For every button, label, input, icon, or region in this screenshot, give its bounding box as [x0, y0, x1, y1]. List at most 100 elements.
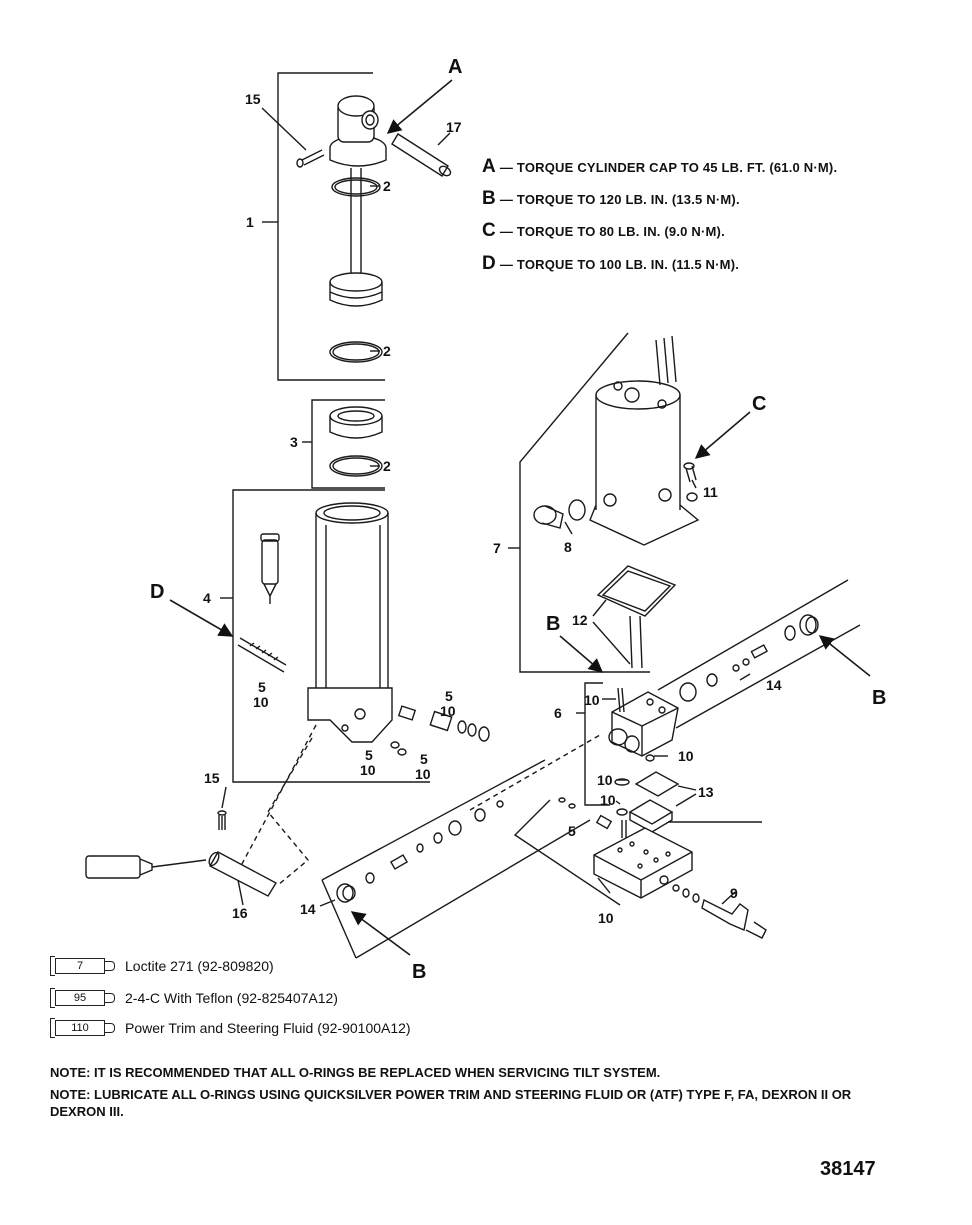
valve-plate-bracket	[513, 799, 621, 906]
end-cap	[329, 406, 383, 439]
callout-c: C	[752, 393, 766, 415]
piston-shaft	[350, 168, 362, 280]
valve-parts-5	[558, 797, 613, 830]
legend-text: Loctite 271 (92-809820)	[125, 958, 274, 974]
part-label-2-c: 2	[383, 458, 391, 474]
torque-key-b: B	[482, 188, 496, 209]
pin-15-lower	[217, 810, 227, 830]
callout-b-right: B	[872, 687, 886, 709]
part-label-5-e: 5	[568, 823, 576, 839]
pump-body-bracket	[576, 682, 610, 806]
part-label-10-h: 10	[600, 792, 616, 808]
filter-13	[614, 771, 680, 838]
torque-key-c: C	[482, 220, 496, 241]
o-ring-lower	[329, 455, 383, 477]
part-label-5-a: 5	[258, 679, 266, 695]
part-label-10-b: 10	[440, 703, 456, 719]
torque-text-d: — TORQUE TO 100 LB. IN. (11.5 N·M).	[499, 257, 740, 272]
legend-item-loctite: 7 Loctite 271 (92-809820)	[50, 956, 274, 976]
piston	[329, 272, 383, 307]
part-label-15-upper: 15	[245, 91, 261, 107]
part-label-10-i: 10	[598, 910, 614, 926]
part-label-2-a: 2	[383, 178, 391, 194]
cylinder-cap-bracket	[302, 399, 385, 489]
pivot-pin-17	[391, 133, 452, 177]
part-label-10-f: 10	[678, 748, 694, 764]
part-label-15-lower: 15	[204, 770, 220, 786]
legend-item-2-4-c: 95 2-4-C With Teflon (92-825407A12)	[50, 988, 338, 1008]
cylinder-body-bracket	[220, 489, 430, 783]
part-label-14-lower: 14	[300, 901, 316, 917]
valve-plate	[593, 827, 693, 899]
o-ring-upper	[331, 177, 381, 197]
part-label-10-e: 10	[584, 692, 600, 708]
note-replace-o-rings: NOTE: IT IS RECOMMENDED THAT ALL O-RINGS…	[50, 1065, 661, 1080]
valve-parts-left	[390, 705, 490, 756]
legend-code: 7	[55, 958, 105, 974]
dashed-connectors	[235, 724, 601, 886]
label-leaders	[221, 107, 751, 907]
gasket-12	[596, 565, 677, 617]
electric-motor	[589, 335, 700, 546]
torque-text-c: — TORQUE TO 80 LB. IN. (9.0 N·M).	[499, 224, 725, 239]
cylinder-body	[307, 502, 393, 743]
part-label-14-upper: 14	[766, 677, 782, 693]
part-label-16: 16	[232, 905, 248, 921]
valve-9	[672, 884, 767, 939]
legend-code: 95	[55, 990, 105, 1006]
cylinder-cap	[329, 95, 387, 167]
cylinder-assembly-bracket	[262, 72, 385, 381]
callout-d: D	[150, 581, 164, 603]
part-label-2-b: 2	[383, 343, 391, 359]
lubricant-tube-icon: 7	[50, 956, 115, 976]
screw-d	[237, 637, 287, 673]
pump-motor-bracket	[508, 332, 650, 673]
part-label-12: 12	[572, 612, 588, 628]
valve-strip-lower	[321, 759, 591, 959]
part-label-5-d: 5	[420, 751, 428, 767]
pump-body	[608, 687, 679, 762]
lubricant-tube-icon: 110	[50, 1018, 115, 1038]
note-lubricate-o-rings: NOTE: LUBRICATE ALL O-RINGS USING QUICKS…	[50, 1087, 852, 1119]
torque-spec-d: D— TORQUE TO 100 LB. IN. (11.5 N·M).	[482, 253, 739, 275]
legend-code: 110	[55, 1020, 105, 1036]
sealant-tube-vertical	[260, 533, 280, 604]
part-label-6: 6	[554, 705, 562, 721]
screw-11	[683, 462, 698, 502]
lubricant-tube-icon: 95	[50, 988, 115, 1008]
part-label-1: 1	[246, 214, 254, 230]
part-label-13: 13	[698, 784, 714, 800]
grease-tube-horizontal	[85, 855, 207, 879]
callout-b-pump: B	[546, 613, 560, 635]
part-label-3: 3	[290, 434, 298, 450]
part-label-17: 17	[446, 119, 462, 135]
legend-text: 2-4-C With Teflon (92-825407A12)	[125, 990, 338, 1006]
part-label-10-g: 10	[597, 772, 613, 788]
callout-arrows	[169, 79, 871, 956]
callout-a: A	[448, 56, 462, 78]
part-label-9: 9	[730, 885, 738, 901]
reservoir-cap-8	[533, 499, 586, 529]
torque-key-d: D	[482, 253, 496, 274]
callout-b-lower: B	[412, 961, 426, 983]
valve-strip-upper	[657, 579, 861, 729]
part-label-10-c: 10	[360, 762, 376, 778]
screw-15-upper	[296, 149, 325, 168]
part-label-5-b: 5	[445, 688, 453, 704]
pivot-pin-16	[208, 851, 277, 897]
torque-spec-b: B— TORQUE TO 120 LB. IN. (13.5 N·M).	[482, 188, 740, 210]
part-label-7: 7	[493, 540, 501, 556]
torque-spec-c: C— TORQUE TO 80 LB. IN. (9.0 N·M).	[482, 220, 725, 242]
torque-text-a: — TORQUE CYLINDER CAP TO 45 LB. FT. (61.…	[499, 160, 838, 175]
part-label-4: 4	[203, 590, 211, 606]
legend-item-fluid: 110 Power Trim and Steering Fluid (92-90…	[50, 1018, 411, 1038]
torque-spec-a: A— TORQUE CYLINDER CAP TO 45 LB. FT. (61…	[482, 156, 837, 178]
part-label-10-d: 10	[415, 766, 431, 782]
reservoir-stem	[629, 615, 633, 669]
figure-number: 38147	[820, 1158, 876, 1180]
part-label-10-a: 10	[253, 694, 269, 710]
part-label-8: 8	[564, 539, 572, 555]
torque-key-a: A	[482, 156, 496, 177]
part-label-11: 11	[703, 484, 718, 500]
